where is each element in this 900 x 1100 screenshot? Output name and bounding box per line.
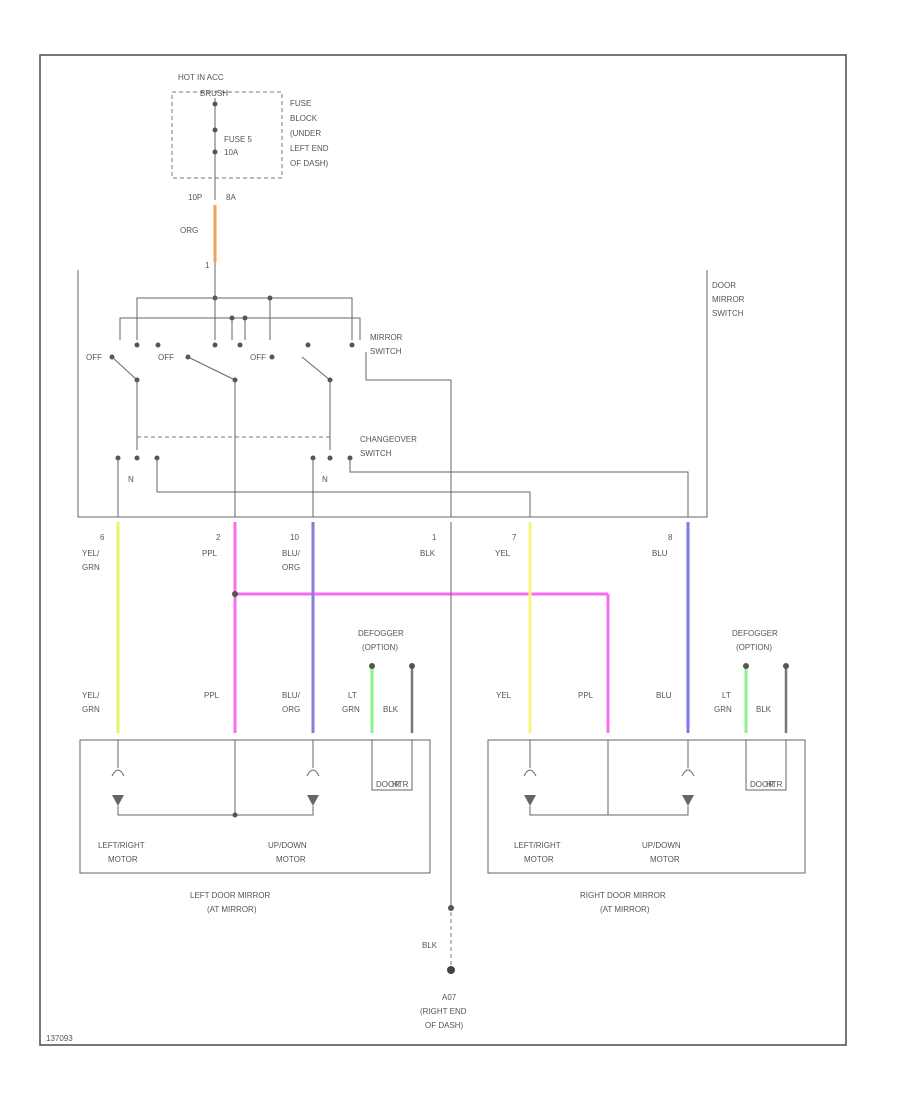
svg-text:DOOR: DOOR xyxy=(750,780,774,789)
svg-text:MOTOR: MOTOR xyxy=(276,855,306,864)
svg-text:BLU: BLU xyxy=(656,691,672,700)
fuse-side-label-3: LEFT END xyxy=(290,144,329,153)
svg-text:GRN: GRN xyxy=(342,705,360,714)
ground-wire: BLK A07 (RIGHT END OF DASH) xyxy=(420,522,467,1030)
svg-text:(OPTION): (OPTION) xyxy=(736,643,772,652)
fuse-side-label-0: FUSE xyxy=(290,99,311,108)
right-mirror-wire-labels: YEL PPL BLU LT GRN BLK xyxy=(496,691,772,714)
org-feed-wire: ORG 1 xyxy=(180,205,218,301)
svg-text:YEL/: YEL/ xyxy=(82,549,100,558)
svg-text:DEFOGGER: DEFOGGER xyxy=(358,629,404,638)
svg-text:YEL: YEL xyxy=(495,549,511,558)
connector-pin: 8A xyxy=(226,193,236,202)
fuse-side-label-2: (UNDER xyxy=(290,129,321,138)
svg-text:BLU: BLU xyxy=(652,549,668,558)
svg-text:UP/DOWN: UP/DOWN xyxy=(642,841,681,850)
svg-text:1: 1 xyxy=(205,261,210,270)
svg-text:RIGHT DOOR MIRROR: RIGHT DOOR MIRROR xyxy=(580,891,666,900)
right-door-mirror: LEFT/RIGHT MOTOR UP/DOWN MOTOR DOOR HTR … xyxy=(487,739,806,914)
svg-text:MOTOR: MOTOR xyxy=(108,855,138,864)
changeover-label-0: CHANGEOVER xyxy=(360,435,417,444)
svg-text:N: N xyxy=(322,475,328,484)
connector-top: 10P xyxy=(188,193,202,202)
motor-arrow-icon xyxy=(524,795,536,806)
svg-text:HTR: HTR xyxy=(392,780,409,789)
mirror-switch-contacts: OFF OFF OFF MIRROR SWITCH xyxy=(86,333,403,383)
svg-text:OFF: OFF xyxy=(86,353,102,362)
svg-text:GRN: GRN xyxy=(82,563,100,572)
svg-text:DEFOGGER: DEFOGGER xyxy=(732,629,778,638)
svg-text:A07: A07 xyxy=(442,993,457,1002)
motor-arrow-icon xyxy=(682,795,694,806)
svg-text:(AT MIRROR): (AT MIRROR) xyxy=(207,905,257,914)
changeover-label-1: SWITCH xyxy=(360,449,392,458)
door-mirror-switch-label-1: MIRROR xyxy=(712,295,745,304)
svg-text:YEL/: YEL/ xyxy=(82,691,100,700)
defogger-labels: DEFOGGER (OPTION) DEFOGGER (OPTION) xyxy=(358,629,778,652)
door-mirror-switch-label-0: DOOR xyxy=(712,281,736,290)
svg-text:LT: LT xyxy=(722,691,731,700)
svg-text:DOOR: DOOR xyxy=(376,780,400,789)
ground-icon xyxy=(447,966,455,974)
svg-text:1: 1 xyxy=(432,533,437,542)
diagram-frame xyxy=(39,54,847,1046)
svg-text:(RIGHT END: (RIGHT END xyxy=(420,1007,467,1016)
switch-pins: 6 2 10 1 7 8 YEL/ GRN PPL BLU/ ORG BLK Y… xyxy=(82,533,673,572)
svg-text:10: 10 xyxy=(290,533,299,542)
fuse-rating: 10A xyxy=(224,148,239,157)
svg-text:PPL: PPL xyxy=(204,691,220,700)
fuse-block: HOT IN ACC BRUSH FUSE 5 10A FUSE BLOCK (… xyxy=(171,73,329,202)
svg-text:UP/DOWN: UP/DOWN xyxy=(268,841,307,850)
svg-text:N: N xyxy=(128,475,134,484)
svg-text:(OPTION): (OPTION) xyxy=(362,643,398,652)
hot-label: HOT IN ACC xyxy=(178,73,224,82)
svg-text:GRN: GRN xyxy=(714,705,732,714)
svg-text:ORG: ORG xyxy=(282,563,300,572)
svg-text:PPL: PPL xyxy=(578,691,594,700)
svg-text:BLK: BLK xyxy=(756,705,772,714)
svg-text:OFF: OFF xyxy=(158,353,174,362)
svg-text:BLK: BLK xyxy=(422,941,438,950)
svg-text:OFF: OFF xyxy=(250,353,266,362)
figure-id: 137093 xyxy=(46,1034,73,1043)
svg-text:ORG: ORG xyxy=(282,705,300,714)
svg-text:MOTOR: MOTOR xyxy=(650,855,680,864)
motor-arrow-icon xyxy=(307,795,319,806)
colored-wires xyxy=(116,522,789,733)
door-mirror-switch-label-2: SWITCH xyxy=(712,309,744,318)
fuse-label: FUSE 5 xyxy=(224,135,253,144)
svg-text:LEFT DOOR MIRROR: LEFT DOOR MIRROR xyxy=(190,891,271,900)
fuse-side-label-4: OF DASH) xyxy=(290,159,329,168)
door-mirror-switch: DOOR MIRROR SWITCH OFF OFF OFF xyxy=(77,270,745,518)
svg-text:PPL: PPL xyxy=(202,549,218,558)
svg-text:MOTOR: MOTOR xyxy=(524,855,554,864)
svg-text:BLU/: BLU/ xyxy=(282,691,301,700)
fuse-side-label-1: BLOCK xyxy=(290,114,318,123)
mirror-switch-label-1: SWITCH xyxy=(370,347,402,356)
svg-text:GRN: GRN xyxy=(82,705,100,714)
mirror-switch-label-0: MIRROR xyxy=(370,333,403,342)
svg-text:LEFT/RIGHT: LEFT/RIGHT xyxy=(514,841,561,850)
svg-text:LEFT/RIGHT: LEFT/RIGHT xyxy=(98,841,145,850)
svg-text:6: 6 xyxy=(100,533,105,542)
svg-text:LT: LT xyxy=(348,691,357,700)
svg-text:YEL: YEL xyxy=(496,691,512,700)
org-wire-label: ORG xyxy=(180,226,198,235)
svg-text:8: 8 xyxy=(668,533,673,542)
bus-label: BRUSH xyxy=(200,89,228,98)
svg-text:(AT MIRROR): (AT MIRROR) xyxy=(600,905,650,914)
svg-text:OF DASH): OF DASH) xyxy=(425,1021,464,1030)
svg-text:7: 7 xyxy=(512,533,517,542)
left-mirror-wire-labels: YEL/ GRN PPL BLU/ ORG LT GRN BLK xyxy=(82,691,399,714)
svg-text:2: 2 xyxy=(216,533,221,542)
svg-text:HTR: HTR xyxy=(766,780,783,789)
left-door-mirror: LEFT/RIGHT MOTOR UP/DOWN MOTOR DOOR HTR … xyxy=(79,739,431,914)
svg-text:BLK: BLK xyxy=(420,549,436,558)
svg-text:BLK: BLK xyxy=(383,705,399,714)
motor-arrow-icon xyxy=(112,795,124,806)
svg-text:BLU/: BLU/ xyxy=(282,549,301,558)
